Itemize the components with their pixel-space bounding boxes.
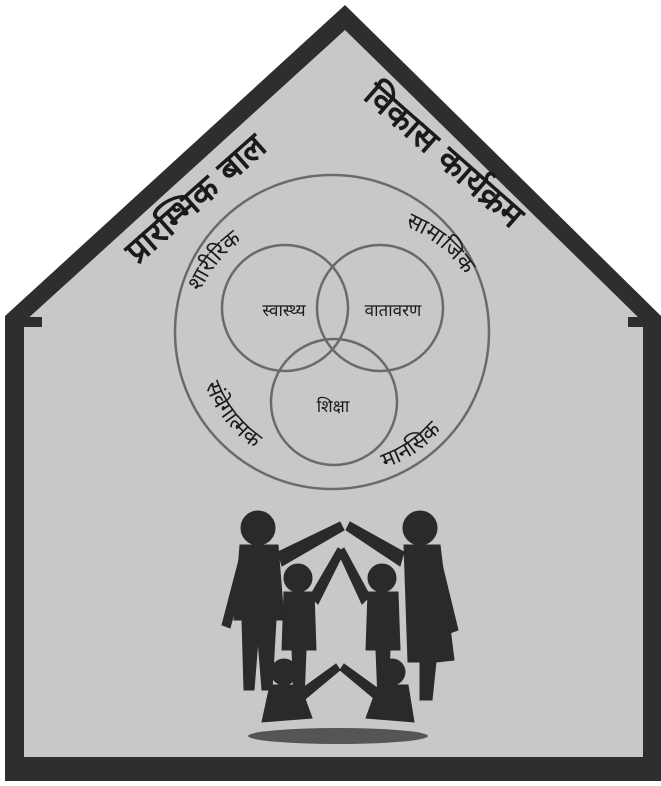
- ground-shadow: [248, 728, 428, 744]
- circle-label-environment: वातावरण: [365, 301, 422, 321]
- house-body: [24, 30, 643, 757]
- circle-label-education: शिक्षा: [317, 396, 350, 417]
- circle-label-health: स्वास्थ्य: [262, 301, 306, 321]
